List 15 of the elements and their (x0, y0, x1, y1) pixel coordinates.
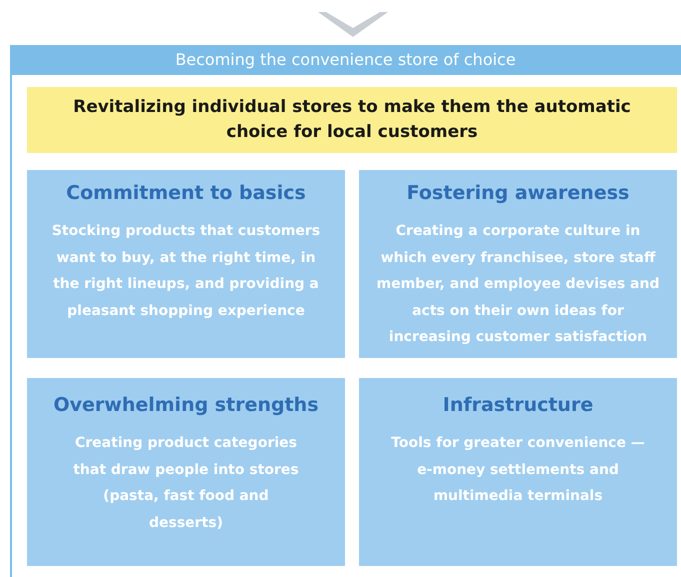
category-box (359, 170, 677, 358)
box-heading: Infrastructure (442, 394, 594, 416)
box-text: Tools for greater convenience — e-money settlements and multimedia terminals (390, 434, 646, 506)
box-text: Creating a corporate culture in which every franchisee, store staff member, and employee devises and acts on their own ideas for increasing customer satisfaction (376, 222, 660, 348)
box-text: Stocking products that customers want to buy, at the right time, in the right lineups, and providing a pleasant shopping experience (51, 222, 321, 321)
highlight-box: Revitalizing individual stores to make them the automatic choice for local customers (27, 87, 677, 153)
heading-band: Becoming the convenience store of choice (10, 45, 681, 75)
category-box (359, 378, 677, 566)
box-heading: Fostering awareness (406, 182, 630, 204)
category-box (27, 170, 345, 358)
frame-panel (10, 45, 681, 577)
box-text: Creating product categories that draw people into stores (pasta, fast food and desserts) (72, 434, 300, 533)
box-heading: Commitment to basics (65, 182, 307, 204)
box-heading: Overwhelming strengths (52, 394, 320, 416)
category-box (27, 378, 345, 566)
